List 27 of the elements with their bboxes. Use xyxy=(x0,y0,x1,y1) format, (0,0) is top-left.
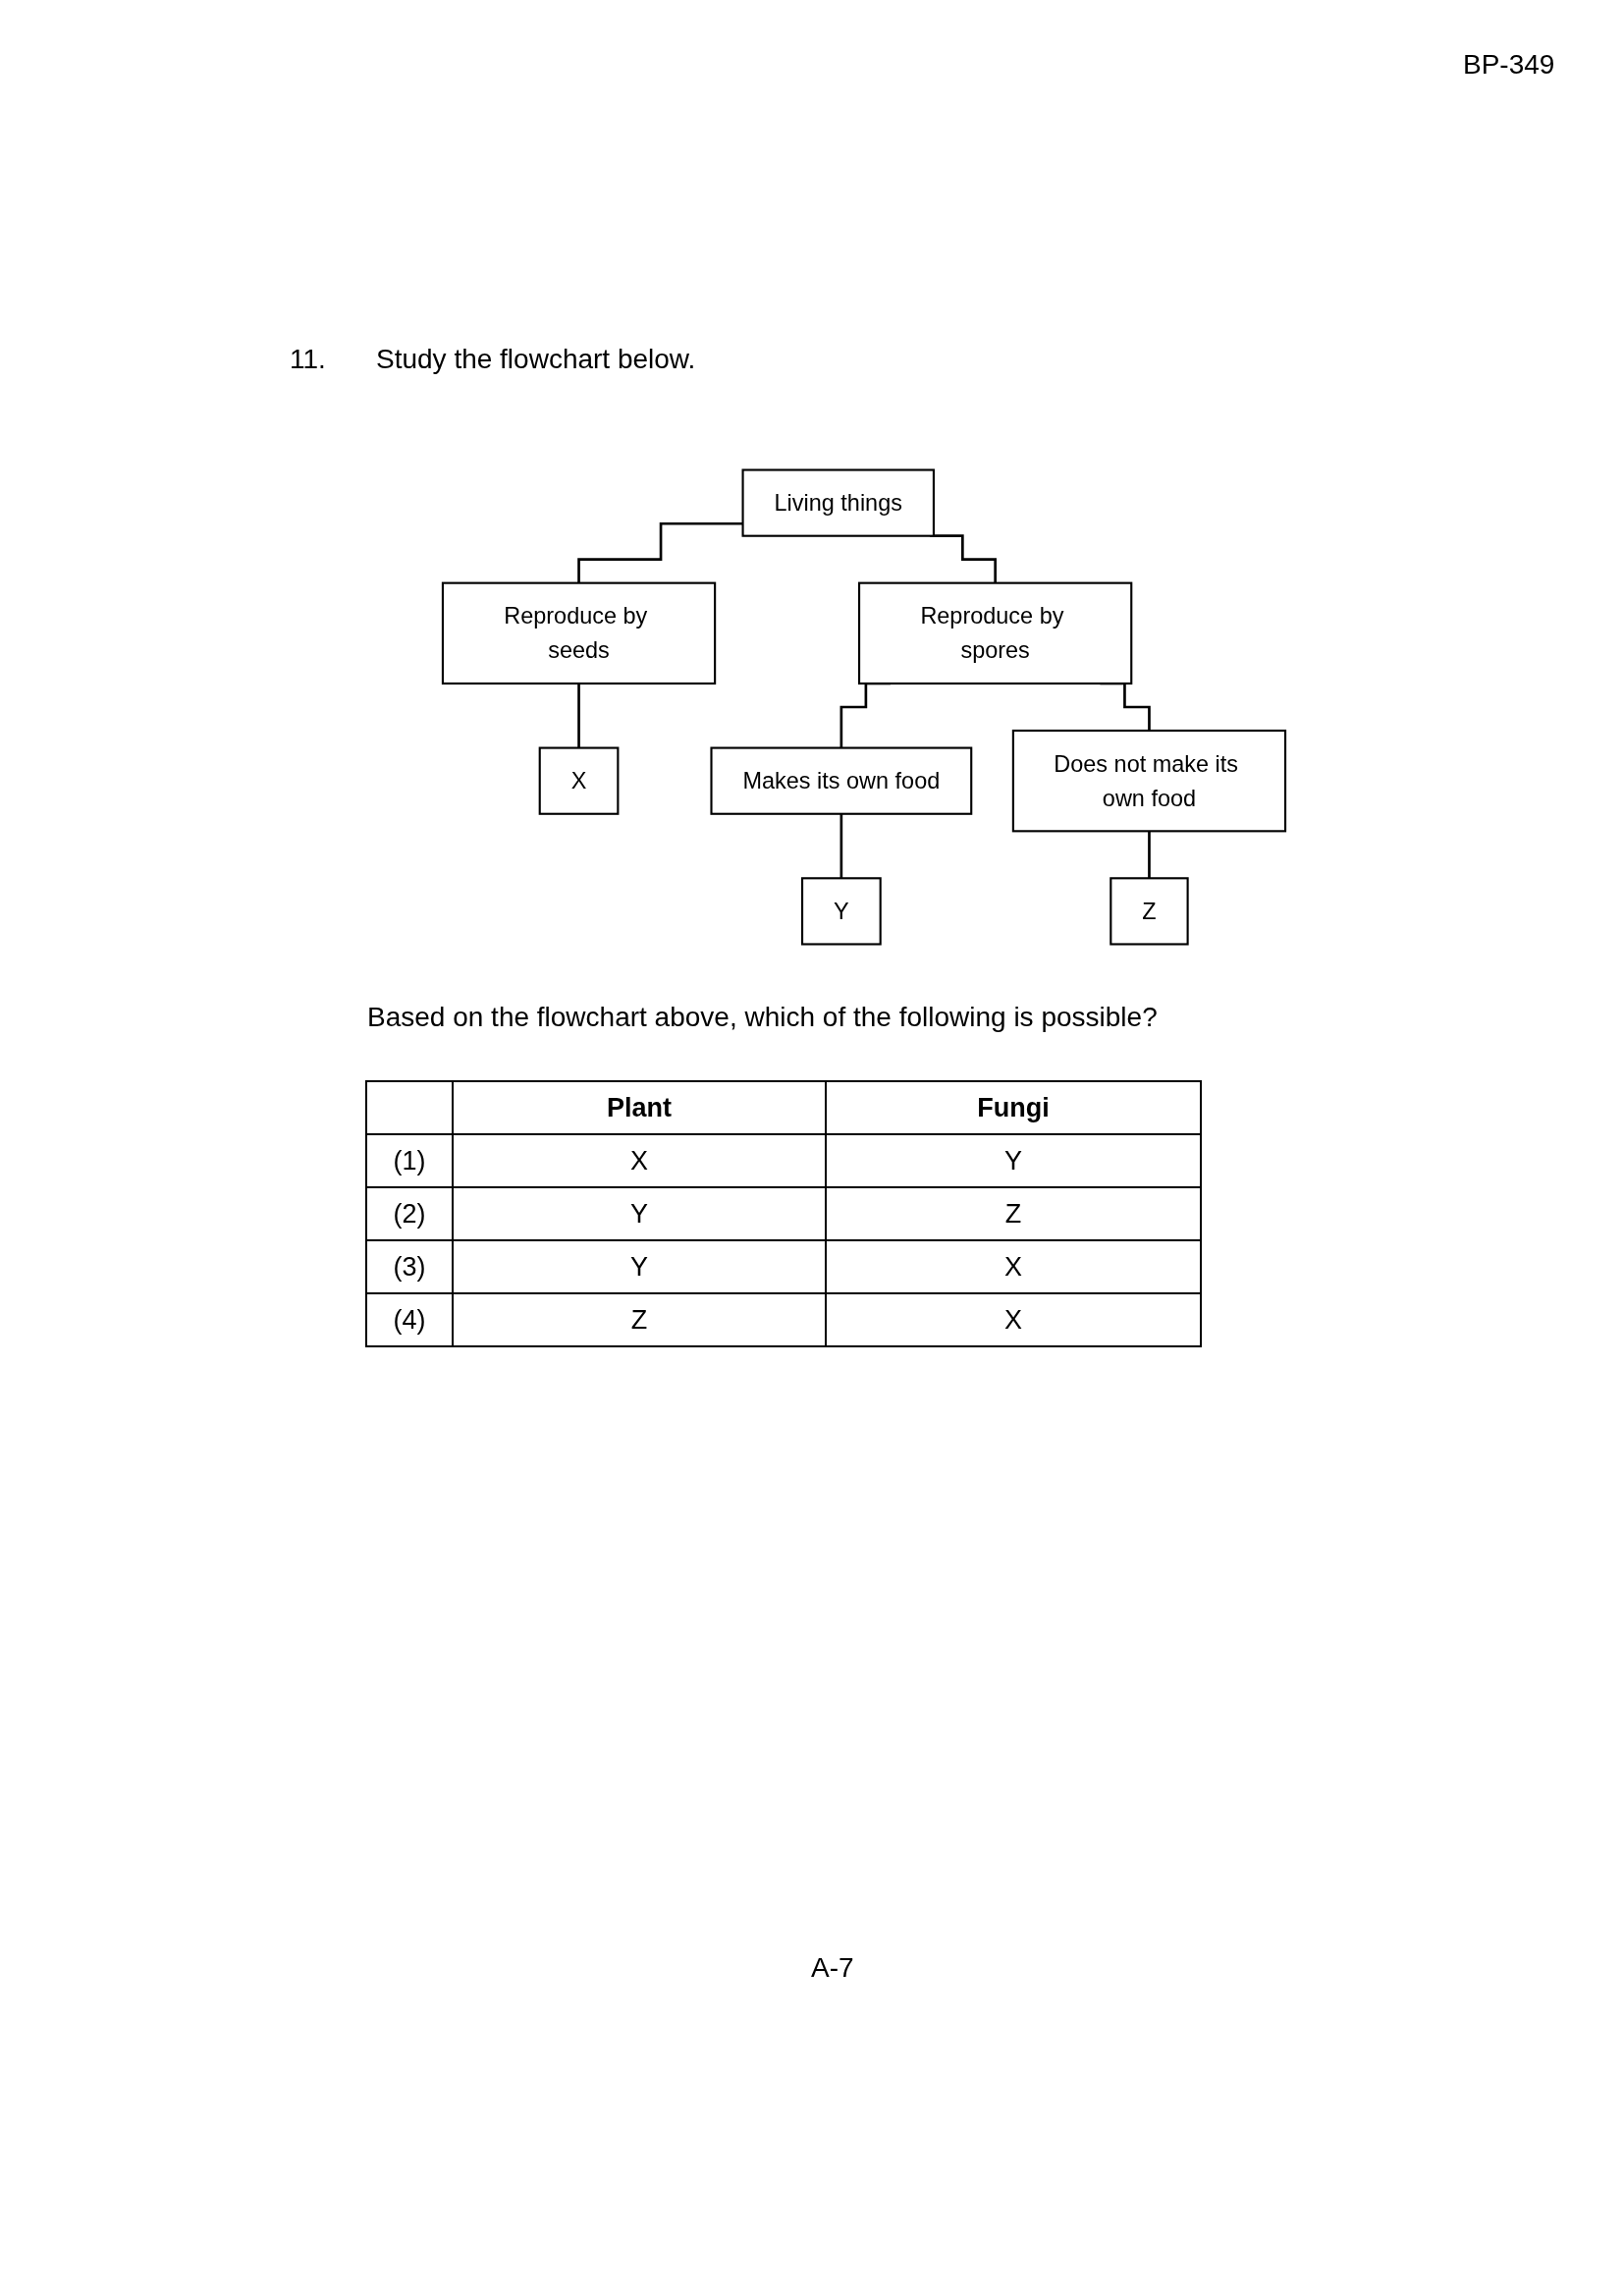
question-number: 11. xyxy=(290,344,326,375)
column-header: Plant xyxy=(453,1081,826,1134)
node-box: Reproduce by spores xyxy=(858,581,1133,685)
instruction-text: Study the flowchart below. xyxy=(376,344,696,375)
table-cell: Y xyxy=(826,1134,1201,1187)
table-cell: X xyxy=(826,1240,1201,1293)
table-cell: X xyxy=(826,1293,1201,1346)
option-number: (3) xyxy=(366,1240,453,1293)
column-header: Fungi xyxy=(826,1081,1201,1134)
question-text: Based on the flowchart above, which of the following is possible? xyxy=(367,1002,1158,1033)
table-cell: X xyxy=(453,1134,826,1187)
node-box: X xyxy=(538,746,620,815)
node-box: Does not make its own food xyxy=(1011,729,1287,833)
table-cell: Z xyxy=(453,1293,826,1346)
option-number: (2) xyxy=(366,1187,453,1240)
option-number: (1) xyxy=(366,1134,453,1187)
node-box: Y xyxy=(801,877,882,946)
page-number: A-7 xyxy=(811,1952,854,1984)
node-box: Makes its own food xyxy=(710,746,973,815)
table-cell: Y xyxy=(453,1240,826,1293)
page-code: BP-349 xyxy=(1463,49,1555,81)
option-number: (4) xyxy=(366,1293,453,1346)
node-box: Living things xyxy=(741,468,935,537)
node-box: Reproduce by seeds xyxy=(441,581,717,685)
table-cell: Z xyxy=(826,1187,1201,1240)
table-cell: Y xyxy=(453,1187,826,1240)
node-box: Z xyxy=(1110,877,1189,946)
